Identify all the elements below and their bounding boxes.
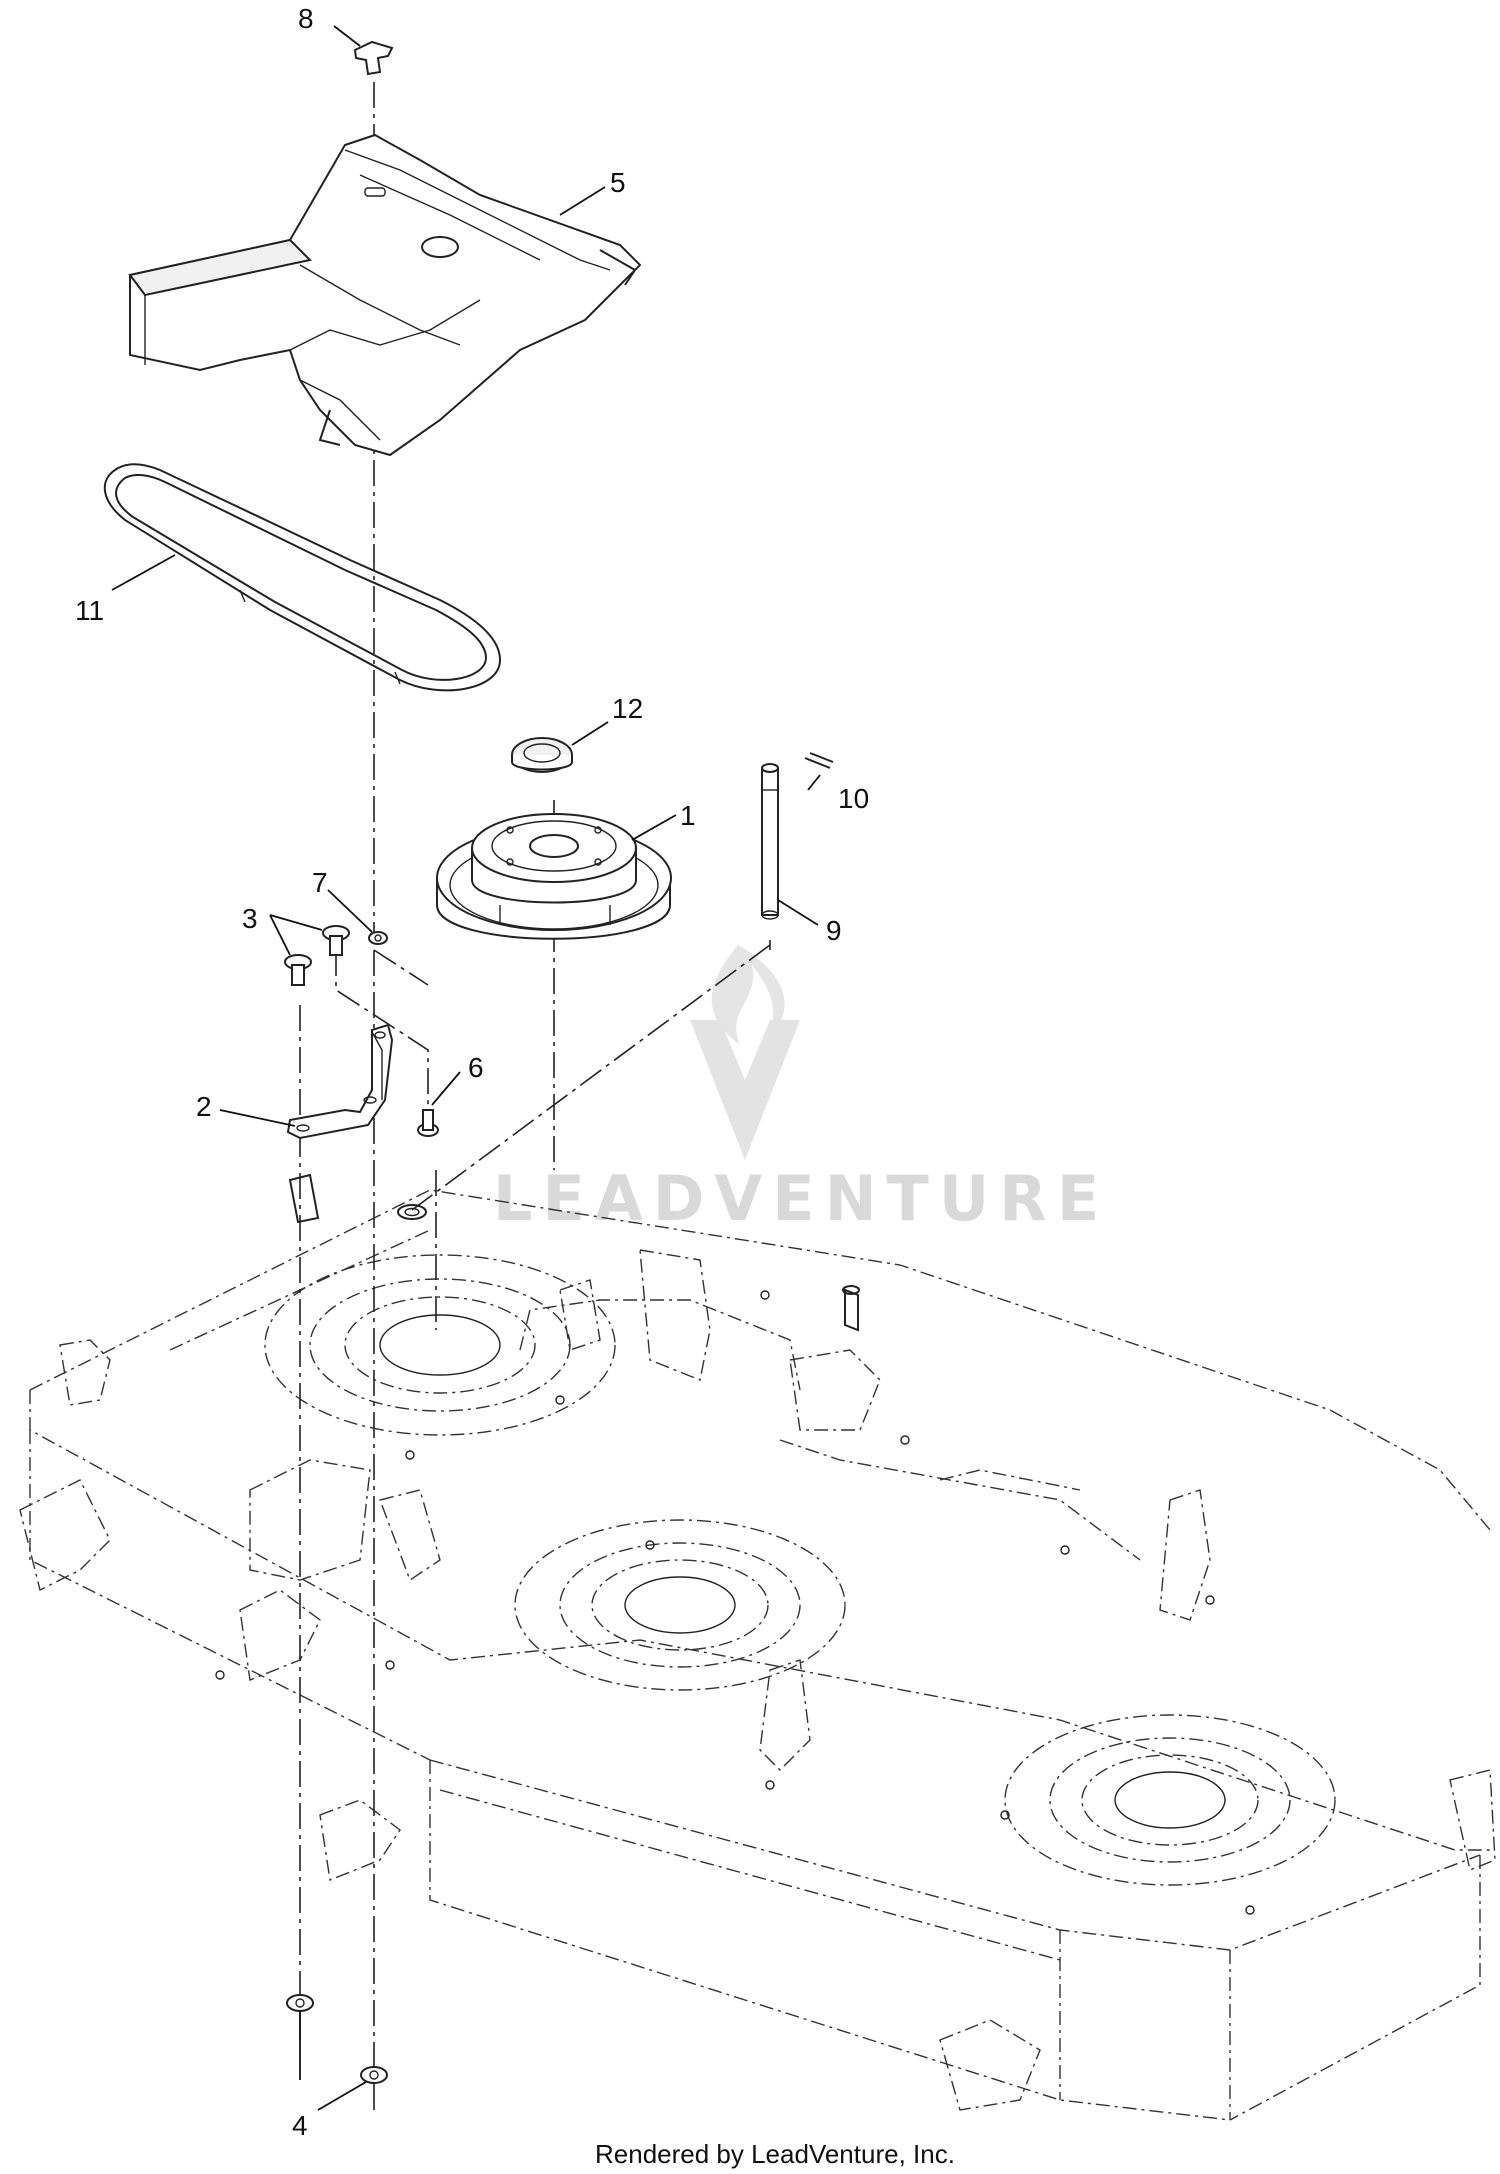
callout-1: 1: [680, 800, 696, 831]
callout-7: 7: [312, 867, 328, 898]
mower-deck: [19, 1173, 1496, 2121]
footer-credit: Rendered by LeadVenture, Inc.: [595, 2139, 955, 2169]
part-12-cap: [511, 737, 573, 773]
part-7-nut: [368, 931, 388, 945]
callout-8: 8: [298, 3, 314, 34]
callout-6: 6: [468, 1052, 484, 1083]
part-10-pin: [804, 752, 834, 769]
callout-12: 12: [612, 693, 643, 724]
part-6-bolt: [417, 1109, 439, 1137]
part-2-bracket: [286, 1023, 394, 1140]
callout-9: 9: [826, 915, 842, 946]
callout-4: 4: [292, 2110, 308, 2141]
callout-5: 5: [610, 167, 626, 198]
part-9-rod: [761, 763, 779, 920]
watermark-text: LEADVENTURE: [493, 1162, 1109, 1235]
part-11-belt: [103, 463, 502, 692]
callout-labels: 8 5 11 12 1 10 9 7 3 6 2 4: [75, 3, 869, 2141]
part-5-belt-cover: [128, 133, 642, 457]
leader-lines: [111, 25, 821, 2111]
part-8-knob: [353, 40, 394, 76]
part-1-pulley: [436, 813, 672, 940]
callout-11: 11: [75, 595, 104, 626]
watermark-logo: [690, 945, 800, 1160]
part-4-nuts: [286, 1994, 388, 2084]
part-3-bolts: [284, 925, 350, 986]
callout-10: 10: [838, 783, 869, 814]
callout-3: 3: [242, 903, 258, 934]
callout-2: 2: [196, 1091, 212, 1122]
